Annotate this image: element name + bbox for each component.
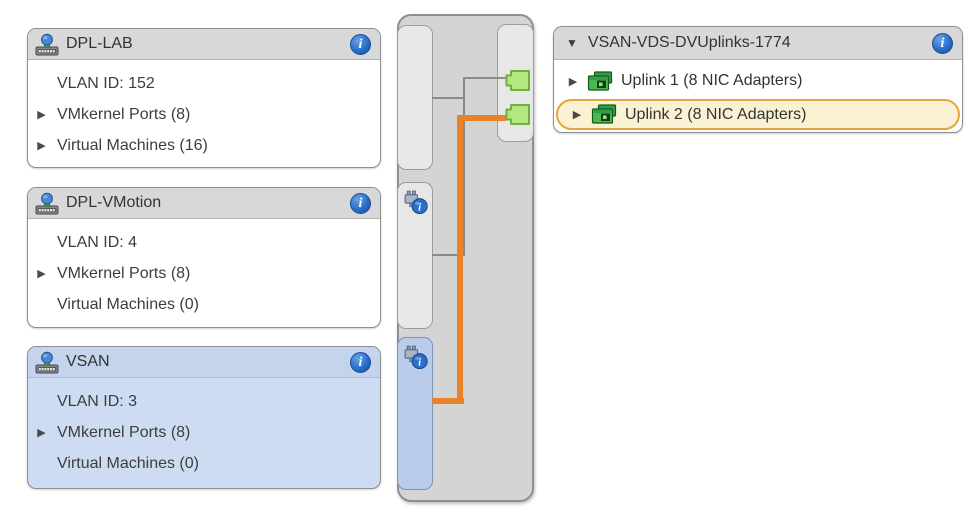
info-icon[interactable]: i <box>350 351 371 373</box>
portgroup-title: DPL-LAB <box>66 35 133 52</box>
nic-adapter-icon <box>591 104 617 124</box>
info-icon[interactable]: i <box>350 33 371 55</box>
uplinks-panel-title: VSAN-VDS-DVUplinks-1774 <box>587 34 791 51</box>
vmkernel-ports-row[interactable]: ▶ VMkernel Ports (8) <box>34 99 374 130</box>
uplinks-panel-header: ▼ VSAN-VDS-DVUplinks-1774 i <box>554 27 962 60</box>
expand-arrow-icon[interactable]: ▶ <box>572 109 582 121</box>
uplink1-port-icon[interactable] <box>504 69 532 92</box>
virtual-machines-label: Virtual Machines (16) <box>57 136 208 154</box>
virtual-machines-row: Virtual Machines (0) <box>34 448 374 479</box>
expand-arrow-icon[interactable]: ▶ <box>37 140 46 152</box>
vlan-id-row: VLAN ID: 4 <box>34 227 374 258</box>
vlan-id-row: VLAN ID: 3 <box>34 386 374 417</box>
selected-path-bottom <box>432 398 464 404</box>
portgroup-icon <box>35 351 59 373</box>
uplink-label: Uplink 2 (8 NIC Adapters) <box>625 105 807 123</box>
portgroup-body: VLAN ID: 152 ▶ VMkernel Ports (8) ▶ Virt… <box>28 60 380 165</box>
uplink2-port-icon[interactable] <box>504 103 532 126</box>
vmkernel-ports-label: VMkernel Ports (8) <box>57 423 191 441</box>
portgroup-header: DPL-LAB i <box>28 29 380 60</box>
portgroup-title: DPL-VMotion <box>66 194 162 211</box>
virtual-machines-row[interactable]: ▶ Virtual Machines (16) <box>34 130 374 161</box>
portgroup-icon <box>35 33 59 55</box>
virtual-machines-label: Virtual Machines (0) <box>57 295 199 313</box>
vmkernel-ports-row[interactable]: ▶ VMkernel Ports (8) <box>34 258 374 289</box>
selected-path-vertical <box>457 115 463 404</box>
connection-line-dpl-vmotion <box>432 254 465 256</box>
expand-arrow-icon[interactable]: ▶ <box>568 75 578 88</box>
portgroup-body: VLAN ID: 3 ▶ VMkernel Ports (8) Virtual … <box>28 378 380 483</box>
portgroup-card-dpl-lab[interactable]: DPL-LAB i VLAN ID: 152 ▶ VMkernel Ports … <box>27 28 381 168</box>
collapse-arrow-icon[interactable]: ▼ <box>566 36 578 50</box>
vlan-id-label: VLAN ID: 3 <box>57 392 138 410</box>
info-icon[interactable]: i <box>350 192 371 214</box>
portgroup-icon <box>35 192 59 214</box>
virtual-machines-label: Virtual Machines (0) <box>57 454 199 472</box>
uplink-row-2[interactable]: ▶ Uplink 2 (8 NIC Adapters) <box>556 99 960 130</box>
portgroup-body: VLAN ID: 4 ▶ VMkernel Ports (8) Virtual … <box>28 219 380 324</box>
vmkernel-ports-row[interactable]: ▶ VMkernel Ports (8) <box>34 417 374 448</box>
portgroup-card-dpl-vmotion[interactable]: DPL-VMotion i VLAN ID: 4 ▶ VMkernel Port… <box>27 187 381 328</box>
uplinks-panel: ▼ VSAN-VDS-DVUplinks-1774 i ▶ Uplink 1 (… <box>553 26 963 133</box>
connection-line-dpl-lab <box>432 97 465 99</box>
info-icon[interactable]: i <box>932 32 953 54</box>
vmkernel-ports-label: VMkernel Ports (8) <box>57 105 191 123</box>
expand-arrow-icon[interactable]: ▶ <box>37 427 46 439</box>
vmkernel-ports-label: VMkernel Ports (8) <box>57 264 191 282</box>
port-block-dpl-lab[interactable] <box>397 25 433 170</box>
connection-line-uplink1 <box>463 77 507 79</box>
uplink-label: Uplink 1 (8 NIC Adapters) <box>621 72 803 89</box>
expand-arrow-icon[interactable]: ▶ <box>37 268 46 280</box>
vlan-id-label: VLAN ID: 4 <box>57 233 138 251</box>
vmkernel-adapter-info-icon[interactable] <box>403 189 428 214</box>
expand-arrow-icon[interactable]: ▶ <box>37 109 46 121</box>
vmkernel-adapter-info-icon[interactable] <box>403 344 428 369</box>
portgroup-card-vsan[interactable]: VSAN i VLAN ID: 3 ▶ VMkernel Ports (8) V… <box>27 346 381 489</box>
vlan-id-label: VLAN ID: 152 <box>57 74 155 92</box>
selected-path-top <box>457 115 506 121</box>
portgroup-header: VSAN i <box>28 347 380 378</box>
portgroup-title: VSAN <box>66 353 110 370</box>
virtual-machines-row: Virtual Machines (0) <box>34 289 374 320</box>
vlan-id-row: VLAN ID: 152 <box>34 68 374 99</box>
portgroup-header: DPL-VMotion i <box>28 188 380 219</box>
nic-adapter-icon <box>587 70 613 91</box>
uplink-row-1[interactable]: ▶ Uplink 1 (8 NIC Adapters) <box>554 63 962 99</box>
connection-line-vertical <box>463 78 465 256</box>
